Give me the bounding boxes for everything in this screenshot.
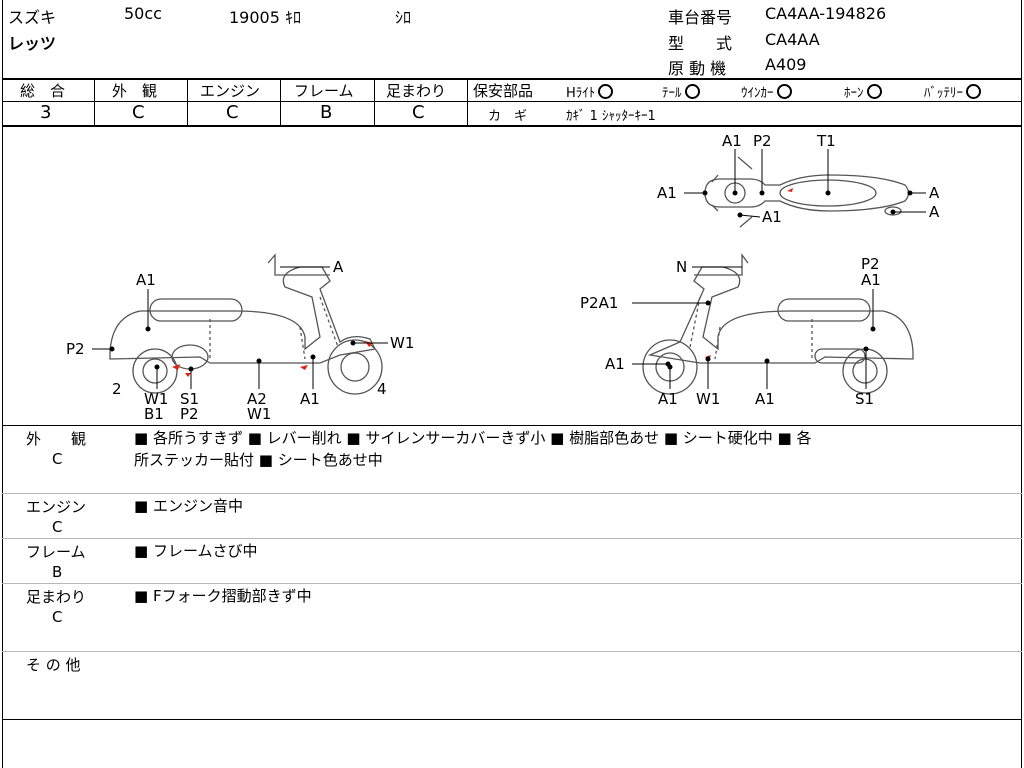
label-left-w1-bottom: W1 (247, 405, 271, 423)
engine-value: A409 (765, 55, 807, 74)
label-top-t1: T1 (816, 132, 836, 150)
keys-value: ｶｷﾞ 1 ｼｬｯﾀｰｷｰ1 (566, 109, 656, 124)
label-top-a1-left: A1 (657, 184, 677, 202)
safety-winker: ｳｲﾝｶｰ (741, 82, 792, 101)
label-top-a1-bottom: A1 (762, 208, 782, 226)
left-border (2, 0, 3, 768)
grades-mid-line (2, 101, 468, 102)
taillight-ok-icon (684, 84, 700, 99)
note-exterior-line1: ■ 各所うすきず ■ レバー削れ ■ サイレンサーカバーきず小 ■ 樹脂部色あせ… (134, 429, 812, 447)
label-top-a-right2: A (929, 203, 940, 221)
note-suspension-line1: ■ Fフォーク摺動部きず中 (134, 587, 312, 605)
grade-overall-label: 総 合 (20, 82, 66, 100)
note-suspension-label: 足まわり (26, 588, 87, 606)
safety-headlight: Hﾗｲﾄ (566, 82, 614, 101)
damage-diagram: A1 P2 T1 A1 A1 A A A1 A P2 W1 2 4 W1 B1 … (66, 132, 940, 423)
grade-frame-label: フレーム (294, 82, 354, 100)
note-frame-line1: ■ フレームさび中 (134, 542, 258, 560)
safety-mid-line (468, 101, 1022, 102)
note-exterior-line2: 所ステッカー貼付 ■ シート色あせ中 (134, 451, 383, 469)
note-exterior-grade: C (52, 450, 63, 468)
diagram-labels: A1 P2 T1 A1 A1 A A A1 A P2 W1 2 4 W1 B1 … (66, 132, 940, 423)
grade-suspension-label: 足まわり (386, 82, 447, 100)
label-left-s1: S1 (180, 390, 199, 408)
model-name: レッツ (8, 34, 57, 53)
label-right-a1-front: A1 (605, 355, 625, 373)
label-left-p2-bottom: P2 (180, 405, 199, 423)
battery-ok-icon (966, 84, 981, 99)
label-left-a2: A2 (247, 390, 267, 408)
grade-suspension-value: C (412, 102, 425, 123)
chassis-label: 車台番号 (668, 8, 733, 27)
label-right-p2: P2 (861, 255, 880, 273)
grade-frame-value: B (320, 102, 333, 123)
grade-exterior-label: 外 観 (112, 82, 158, 100)
label-left-w1-rear: W1 (390, 334, 414, 352)
headlight-ok-icon (598, 84, 614, 99)
notes-top-line (2, 425, 1022, 426)
note-engine-line1: ■ エンジン音中 (134, 497, 243, 515)
label-top-a-right: A (929, 184, 940, 202)
label-right-n: N (676, 258, 687, 276)
note-suspension-grade: C (52, 608, 63, 626)
label-left-a1-bottom: A1 (300, 390, 320, 408)
right-border (1021, 0, 1022, 768)
color: ｼﾛ (395, 8, 412, 27)
label-right-a1-wheel: A1 (658, 390, 678, 408)
mileage: 19005 ｷﾛ (229, 8, 301, 27)
label-left-b1: B1 (144, 405, 164, 423)
label-right-w1: W1 (696, 390, 720, 408)
label-left-w1: W1 (144, 390, 168, 408)
type-value: CA4AA (765, 30, 820, 49)
note-engine-label: エンジン (26, 498, 87, 516)
chassis-value: CA4AA-194826 (765, 4, 887, 23)
winker-ok-icon (776, 84, 792, 99)
label-left-4: 4 (377, 380, 387, 398)
safety-label: 保安部品 (473, 82, 534, 100)
grade-engine-value: C (226, 102, 239, 123)
engine-label: 原 動 機 (668, 59, 727, 78)
label-left-a1: A1 (136, 271, 156, 289)
grade-engine-label: エンジン (200, 82, 261, 100)
label-left-2: 2 (112, 380, 122, 398)
note-engine-grade: C (52, 518, 63, 536)
horn-ok-icon (866, 84, 882, 99)
label-top-a1: A1 (722, 132, 742, 150)
safety-battery: ﾊﾞｯﾃﾘｰ (924, 82, 981, 101)
note-frame-label: フレーム (26, 543, 86, 561)
label-left-p2: P2 (66, 340, 85, 358)
note-exterior-label: 外 観 (26, 430, 87, 448)
label-right-p2a1: P2A1 (580, 294, 618, 312)
displacement: 50cc (124, 4, 162, 23)
note-other-label: そ の 他 (26, 656, 81, 674)
type-label: 型 式 (668, 34, 733, 53)
label-left-a: A (333, 258, 344, 276)
grade-exterior-value: C (132, 102, 145, 123)
notes-bottom-line (2, 719, 1022, 720)
label-right-a1-bottom: A1 (755, 390, 775, 408)
grades-bottom-line (2, 125, 1022, 127)
grades-top-line (2, 78, 1022, 80)
grade-overall-value: 3 (40, 102, 52, 123)
scooter-right-view (642, 253, 914, 395)
damage-marks (172, 188, 793, 377)
keys-label: カ ギ (488, 109, 528, 124)
label-top-p2: P2 (753, 132, 772, 150)
safety-horn: ﾎｰﾝ (844, 82, 882, 101)
scooter-left-view (109, 253, 383, 395)
safety-taillight: ﾃｰﾙ (662, 82, 700, 101)
label-right-s1: S1 (855, 390, 874, 408)
note-frame-grade: B (52, 563, 63, 581)
label-right-a1: A1 (861, 271, 881, 289)
maker: スズキ (8, 8, 57, 27)
